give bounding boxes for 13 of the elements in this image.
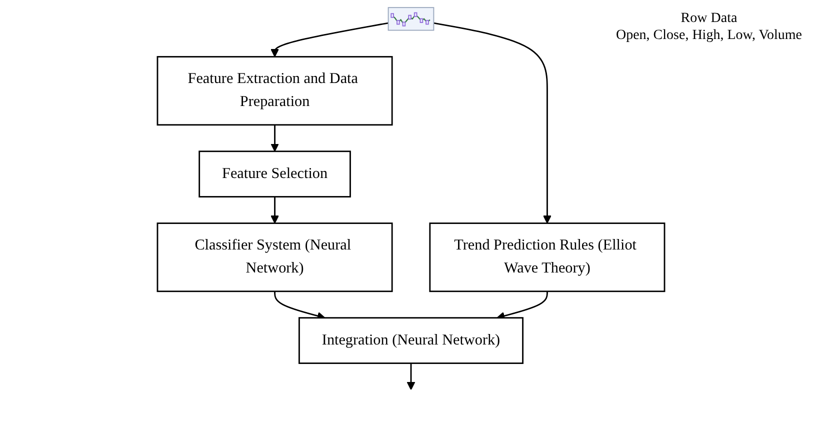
node-caption: Open, Close, High, Low, Volume: [616, 28, 802, 44]
arrow: [434, 22, 552, 224]
node-caption: Row Data: [680, 11, 738, 27]
node-box: Feature Extraction and Data Preparation: [156, 56, 393, 126]
node-box: Classifier System (Neural Network): [156, 222, 393, 292]
arrow: [270, 22, 388, 58]
node-box: Feature Selection: [198, 150, 351, 198]
arrow: [270, 196, 279, 224]
node-box: Trend Prediction Rules (Elliot Wave Theory): [429, 222, 666, 292]
node-picture: [388, 7, 434, 31]
node-box: Integration (Neural Network): [298, 317, 524, 364]
arrow: [406, 363, 416, 390]
arrow: [270, 124, 279, 152]
